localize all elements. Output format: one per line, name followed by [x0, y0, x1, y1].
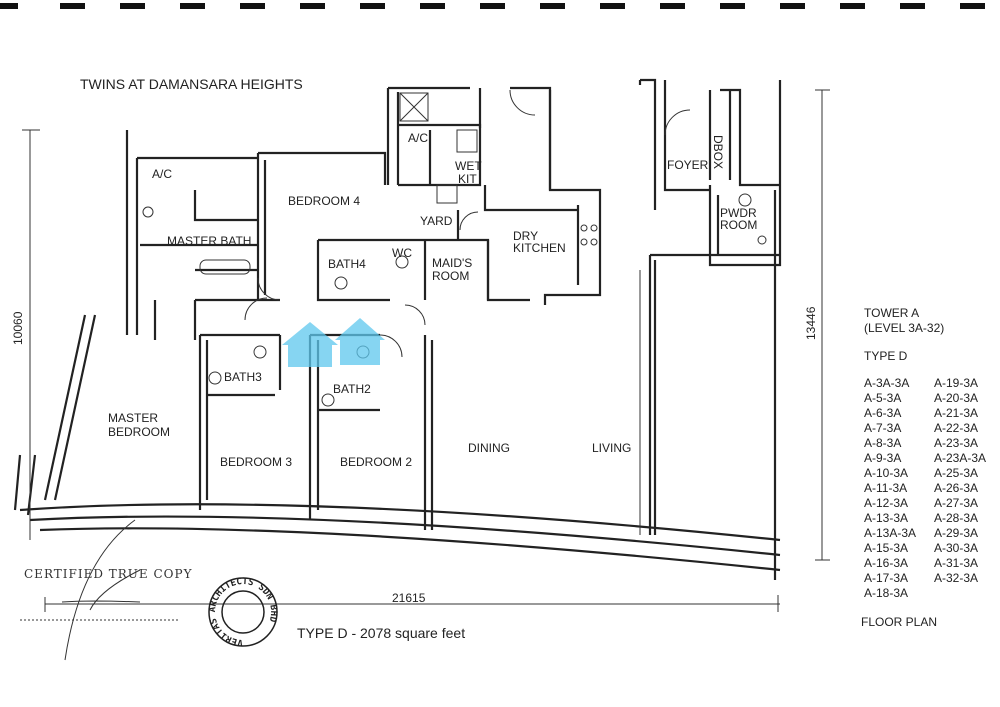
unit-number: A-3A-3A: [864, 376, 910, 390]
room-ac-left: A/C: [152, 167, 172, 181]
dimension-right: 13446: [804, 306, 818, 340]
unit-number: A-6-3A: [864, 406, 902, 420]
unit-number: A-7-3A: [864, 421, 902, 435]
unit-number: A-27-3A: [934, 496, 979, 510]
room-wet-kit-2: KIT: [458, 172, 477, 186]
room-pwdr-2: ROOM: [720, 218, 757, 232]
unit-number: A-5-3A: [864, 391, 902, 405]
door-swings: [244, 89, 691, 358]
room-bath-4: BATH4: [328, 257, 366, 271]
unit-number: A-31-3A: [934, 556, 979, 570]
watermark-logo: [282, 318, 385, 367]
unit-number: A-15-3A: [864, 541, 909, 555]
room-wc: WC: [392, 246, 412, 260]
unit-number: A-25-3A: [934, 466, 979, 480]
room-master-bath: MASTER BATH: [167, 234, 251, 248]
drawing-title: TWINS AT DAMANSARA HEIGHTS: [80, 76, 303, 92]
unit-number: A-26-3A: [934, 481, 979, 495]
unit-number: A-28-3A: [934, 511, 979, 525]
room-labels: A/C MASTER BATH BEDROOM 4 BATH4 WC MAID'…: [108, 131, 757, 469]
room-dry-kitchen-1: DRY: [513, 229, 538, 243]
unit-number: A-22-3A: [934, 421, 979, 435]
room-wet-kit-1: WET: [455, 159, 482, 173]
unit-number: A-18-3A: [864, 586, 909, 600]
unit-number: A-9-3A: [864, 451, 902, 465]
unit-number: A-20-3A: [934, 391, 979, 405]
room-pwdr-1: PWDR: [720, 206, 757, 220]
walls: [13, 78, 782, 580]
room-dry-kitchen-2: KITCHEN: [513, 241, 566, 255]
unit-number: A-17-3A: [864, 571, 909, 585]
room-yard: YARD: [420, 214, 453, 228]
dimensions: 10060 13446 21615: [11, 89, 830, 612]
dimension-bottom: 21615: [392, 591, 426, 605]
room-bedroom-3: BEDROOM 3: [220, 455, 292, 469]
room-living: LIVING: [592, 441, 631, 455]
room-master-bedroom-2: BEDROOM: [108, 425, 170, 439]
tower-label: TOWER A: [864, 306, 920, 320]
room-maids-2: ROOM: [432, 269, 469, 283]
dimension-left: 10060: [11, 311, 25, 345]
room-dining: DINING: [468, 441, 510, 455]
type-label: TYPE D: [864, 349, 908, 363]
room-bath-2: BATH2: [333, 382, 371, 396]
unit-number: A-19-3A: [934, 376, 979, 390]
level-label: (LEVEL 3A-32): [864, 321, 945, 335]
top-border-dashes: [0, 3, 985, 9]
certified-true-copy: CERTIFIED TRUE COPY: [24, 567, 193, 581]
unit-number: A-8-3A: [864, 436, 902, 450]
floor-plan-label: FLOOR PLAN: [861, 615, 938, 629]
room-foyer: FOYER: [667, 158, 709, 172]
certification: CERTIFIED TRUE COPY VERITAS ARCHITECTS S…: [20, 519, 278, 661]
unit-number: A-29-3A: [934, 526, 979, 540]
room-dbox: DBOX: [711, 135, 725, 169]
fixtures: [142, 92, 767, 407]
unit-number: A-13A-3A: [864, 526, 917, 540]
unit-number: A-30-3A: [934, 541, 979, 555]
unit-number: A-21-3A: [934, 406, 979, 420]
unit-number: A-12-3A: [864, 496, 909, 510]
room-bedroom-2: BEDROOM 2: [340, 455, 412, 469]
room-maids-1: MAID'S: [432, 256, 472, 270]
room-master-bedroom-1: MASTER: [108, 411, 158, 425]
room-bedroom-4: BEDROOM 4: [288, 194, 360, 208]
unit-number: A-10-3A: [864, 466, 909, 480]
unit-number: A-23A-3A: [934, 451, 987, 465]
unit-number: A-32-3A: [934, 571, 979, 585]
room-bath-3: BATH3: [224, 370, 262, 384]
type-area-label: TYPE D - 2078 square feet: [297, 625, 465, 641]
unit-number: A-23-3A: [934, 436, 979, 450]
architect-stamp: VERITAS ARCHITECTS SDN BHD: [208, 577, 278, 647]
room-ac-top: A/C: [408, 131, 428, 145]
unit-number: A-16-3A: [864, 556, 909, 570]
unit-number: A-11-3A: [864, 481, 908, 495]
unit-number: A-13-3A: [864, 511, 909, 525]
